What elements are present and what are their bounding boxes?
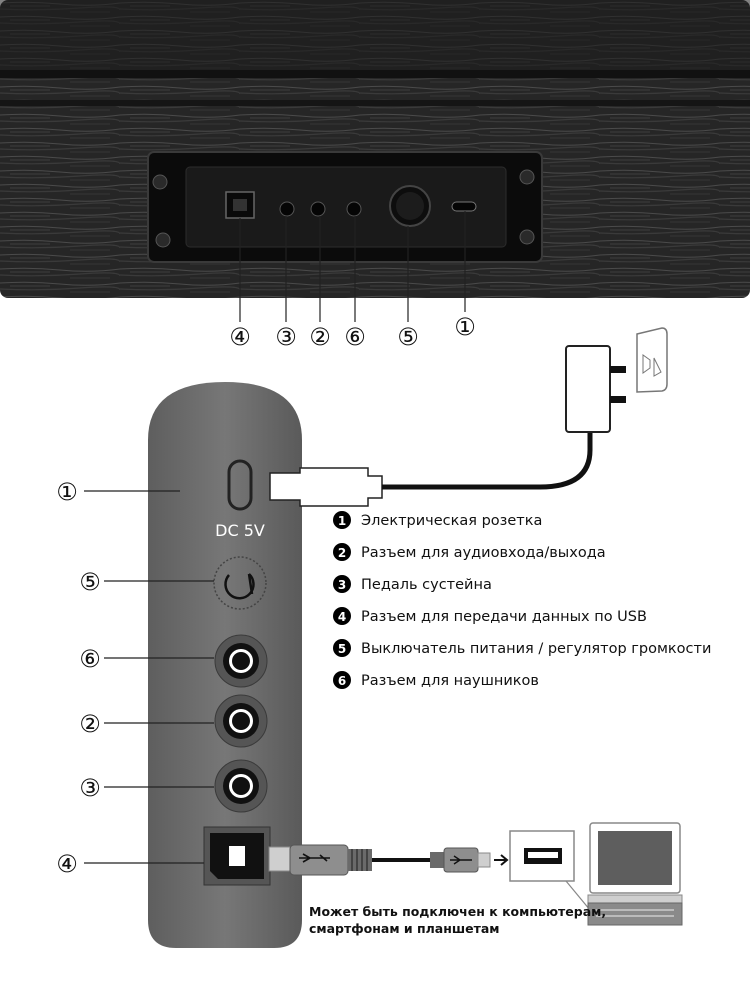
top-label: ⑥ — [344, 323, 366, 351]
legend-item: 2 Разъем для аудиовхода/выхода — [333, 543, 606, 561]
legend-text: Электрическая розетка — [361, 513, 542, 529]
screw-icon — [520, 230, 534, 244]
legend-item: 6 Разъем для наушников — [333, 671, 539, 689]
wall-outlet-icon — [637, 328, 667, 392]
power-cable — [382, 432, 590, 487]
top-labels: ④ ③ ② ⑥ ⑤ ① — [229, 313, 476, 351]
legend-item: 3 Педаль сустейна — [333, 575, 492, 593]
jack-icon — [311, 202, 325, 216]
compat-note-line: Может быть подключен к компьютерам, — [309, 904, 606, 919]
svg-text:3: 3 — [338, 578, 346, 592]
jack-6 — [215, 635, 267, 687]
usb-cable — [269, 845, 507, 875]
top-label: ① — [454, 313, 476, 341]
svg-text:1: 1 — [338, 514, 346, 528]
legend-text: Выключатель питания / регулятор громкост… — [361, 641, 711, 657]
legend-text: Разъем для наушников — [361, 673, 539, 689]
legend-item: 5 Выключатель питания / регулятор громко… — [333, 639, 711, 657]
usb-c-port-icon — [452, 202, 476, 211]
legend-item: 1 Электрическая розетка — [333, 511, 542, 529]
svg-text:4: 4 — [338, 610, 346, 624]
side-label: ④ — [56, 850, 78, 878]
side-labels: ① ⑤ ⑥ ② ③ ④ — [56, 478, 101, 878]
usb-a-port-callout — [510, 831, 590, 910]
svg-text:6: 6 — [338, 674, 346, 688]
side-label: ⑥ — [79, 645, 101, 673]
side-label: ③ — [79, 774, 101, 802]
adapter-brick-icon — [566, 346, 610, 432]
dc-plug-icon — [270, 468, 382, 506]
compat-note-line: смартфонам и планшетам — [309, 921, 500, 936]
legend-text: Разъем для аудиовхода/выхода — [361, 545, 606, 561]
usb-b-socket-icon — [204, 827, 270, 885]
jack-2 — [215, 695, 267, 747]
power-adapter — [270, 328, 667, 506]
dc-label: DC 5V — [215, 521, 265, 540]
top-label: ④ — [229, 323, 251, 351]
top-label: ③ — [275, 323, 297, 351]
legend-text: Педаль сустейна — [361, 577, 492, 593]
legend-text: Разъем для передачи данных по USB — [361, 609, 647, 625]
top-label: ② — [309, 323, 331, 351]
screw-icon — [156, 233, 170, 247]
arrow-right-icon — [494, 855, 507, 865]
side-label: ① — [56, 478, 78, 506]
screw-icon — [153, 175, 167, 189]
svg-text:5: 5 — [338, 642, 346, 656]
rear-panel-photo — [0, 0, 750, 298]
screw-icon — [520, 170, 534, 184]
top-label: ⑤ — [397, 323, 419, 351]
side-label: ② — [79, 710, 101, 738]
jack-icon — [347, 202, 361, 216]
side-label: ⑤ — [79, 568, 101, 596]
compat-note: Может быть подключен к компьютерам, смар… — [309, 904, 606, 936]
jack-icon — [280, 202, 294, 216]
jack-3 — [215, 760, 267, 812]
legend: 1 Электрическая розетка 2 Разъем для ауд… — [333, 511, 711, 689]
legend-item: 4 Разъем для передачи данных по USB — [333, 607, 647, 625]
svg-text:2: 2 — [338, 546, 346, 560]
